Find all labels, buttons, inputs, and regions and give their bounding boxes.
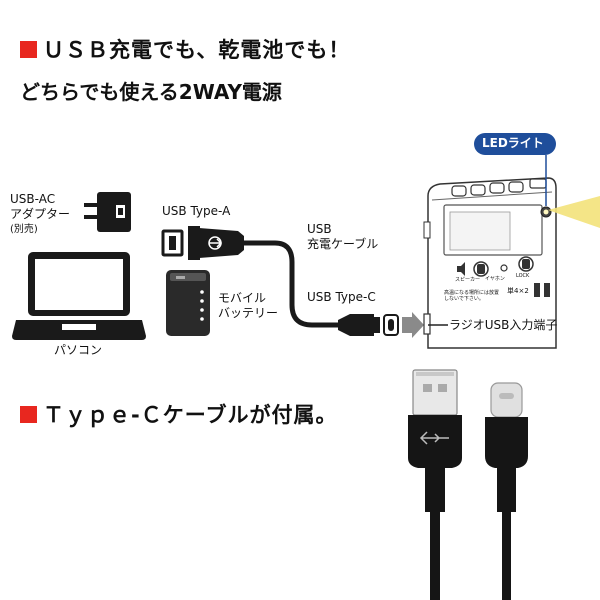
adapter-label-line: アダプター [10, 207, 71, 221]
usb-c-cable-photo [485, 382, 528, 600]
adapter-label: USB-AC アダプター (別売) [10, 192, 70, 237]
battery-label: モバイル バッテリー [218, 291, 278, 321]
device-warning-text: 高温になる場所には放置しないで下さい。 [444, 290, 500, 302]
mobile-battery-icon [166, 270, 210, 336]
headline-2way-power: どちらでも使える2WAY電源 [20, 76, 282, 105]
headline-text: ＵＳＢ充電でも、乾電池でも！ [43, 38, 351, 62]
adapter-label-line: USB-AC [10, 192, 56, 206]
red-square-bullet [20, 40, 37, 58]
headline-text: どちらでも使える2WAY電源 [20, 80, 282, 104]
adapter-label-note: (別売) [10, 224, 38, 235]
cable-label-line: 充電ケーブル [307, 237, 379, 251]
device-lock-label: LOCK [516, 273, 530, 279]
device-speaker-label: スピーカー [455, 277, 481, 283]
led-beam [548, 196, 600, 228]
device-battery-spec: 単4×2 [507, 287, 529, 295]
red-square-bullet [20, 405, 37, 423]
cable-label-line: USB [307, 222, 332, 236]
pc-label: パソコン [54, 343, 103, 357]
led-badge-label: LEDライト [482, 136, 544, 150]
headline-text: Ｔｙｐｅ-Ｃケーブルが付属。 [43, 403, 338, 427]
radio-device-illustration [423, 177, 557, 349]
usb-type-a-label: USB Type-A [162, 204, 231, 218]
led-light-badge [474, 133, 556, 206]
ac-adapter-icon [84, 192, 131, 232]
usb-c-plug-icon [338, 314, 399, 336]
input-port-label: ラジオUSB入力端子 [449, 318, 558, 332]
device-earphone-label: イヤホン [485, 276, 505, 282]
usb-a-plug-icon [161, 226, 244, 260]
headline-usb-or-battery: ＵＳＢ充電でも、乾電池でも！ [20, 34, 350, 64]
cable-label: USB 充電ケーブル [307, 222, 378, 252]
usb-cable [244, 240, 340, 328]
laptop-icon [12, 252, 146, 340]
battery-label-line: バッテリー [218, 306, 279, 320]
usb-type-c-label: USB Type-C [307, 290, 376, 304]
battery-label-line: モバイル [218, 291, 267, 305]
insert-arrow-icon [402, 312, 424, 338]
headline-typec-cable: Ｔｙｐｅ-Ｃケーブルが付属。 [20, 399, 337, 429]
usb-a-cable-photo [408, 369, 462, 600]
